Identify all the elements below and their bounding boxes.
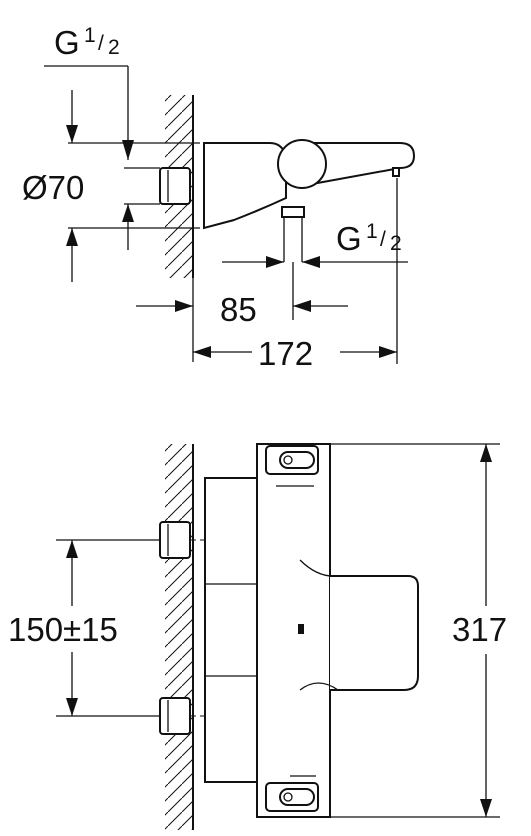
dimension-150-label: 150±15 — [8, 611, 118, 648]
diameter-label: Ø70 — [22, 169, 84, 206]
temperature-handle-icon[interactable] — [265, 445, 319, 487]
front-view-wall — [165, 444, 194, 830]
thread-bottom-main: G — [336, 220, 362, 257]
dimension-85: 85 — [136, 262, 348, 362]
front-view-connector-bottom — [159, 697, 210, 735]
dimension-317-label: 317 — [452, 611, 507, 648]
thread-top-denominator: 2 — [108, 36, 120, 59]
dimension-85-label: 85 — [220, 291, 257, 328]
thread-bottom-numerator: 1 — [366, 220, 378, 243]
dimension-172-label: 172 — [258, 335, 313, 372]
front-view-connector-top — [159, 521, 210, 559]
thread-bottom-denominator: 2 — [390, 232, 402, 255]
side-view-mixer-body — [203, 139, 416, 262]
front-view: 150±15 317 — [8, 443, 507, 830]
thread-label-bottom: G 1 / 2 — [222, 220, 408, 268]
front-view-mixer-body — [204, 443, 419, 818]
flow-handle-icon[interactable] — [265, 775, 319, 812]
svg-text:/: / — [380, 228, 386, 251]
thread-label-top: G 1 / 2 — [44, 24, 134, 160]
side-view: G 1 / 2 Ø70 G — [22, 24, 416, 372]
dimension-317: 317 — [330, 443, 507, 818]
thread-top-main: G — [54, 24, 80, 61]
dimension-172: 172 — [193, 178, 398, 372]
svg-text:/: / — [98, 32, 104, 55]
thread-top-numerator: 1 — [84, 24, 96, 47]
side-view-wall-connector — [159, 167, 191, 205]
dimension-150: 150±15 — [8, 539, 160, 717]
diameter-dimension: Ø70 — [22, 90, 200, 282]
